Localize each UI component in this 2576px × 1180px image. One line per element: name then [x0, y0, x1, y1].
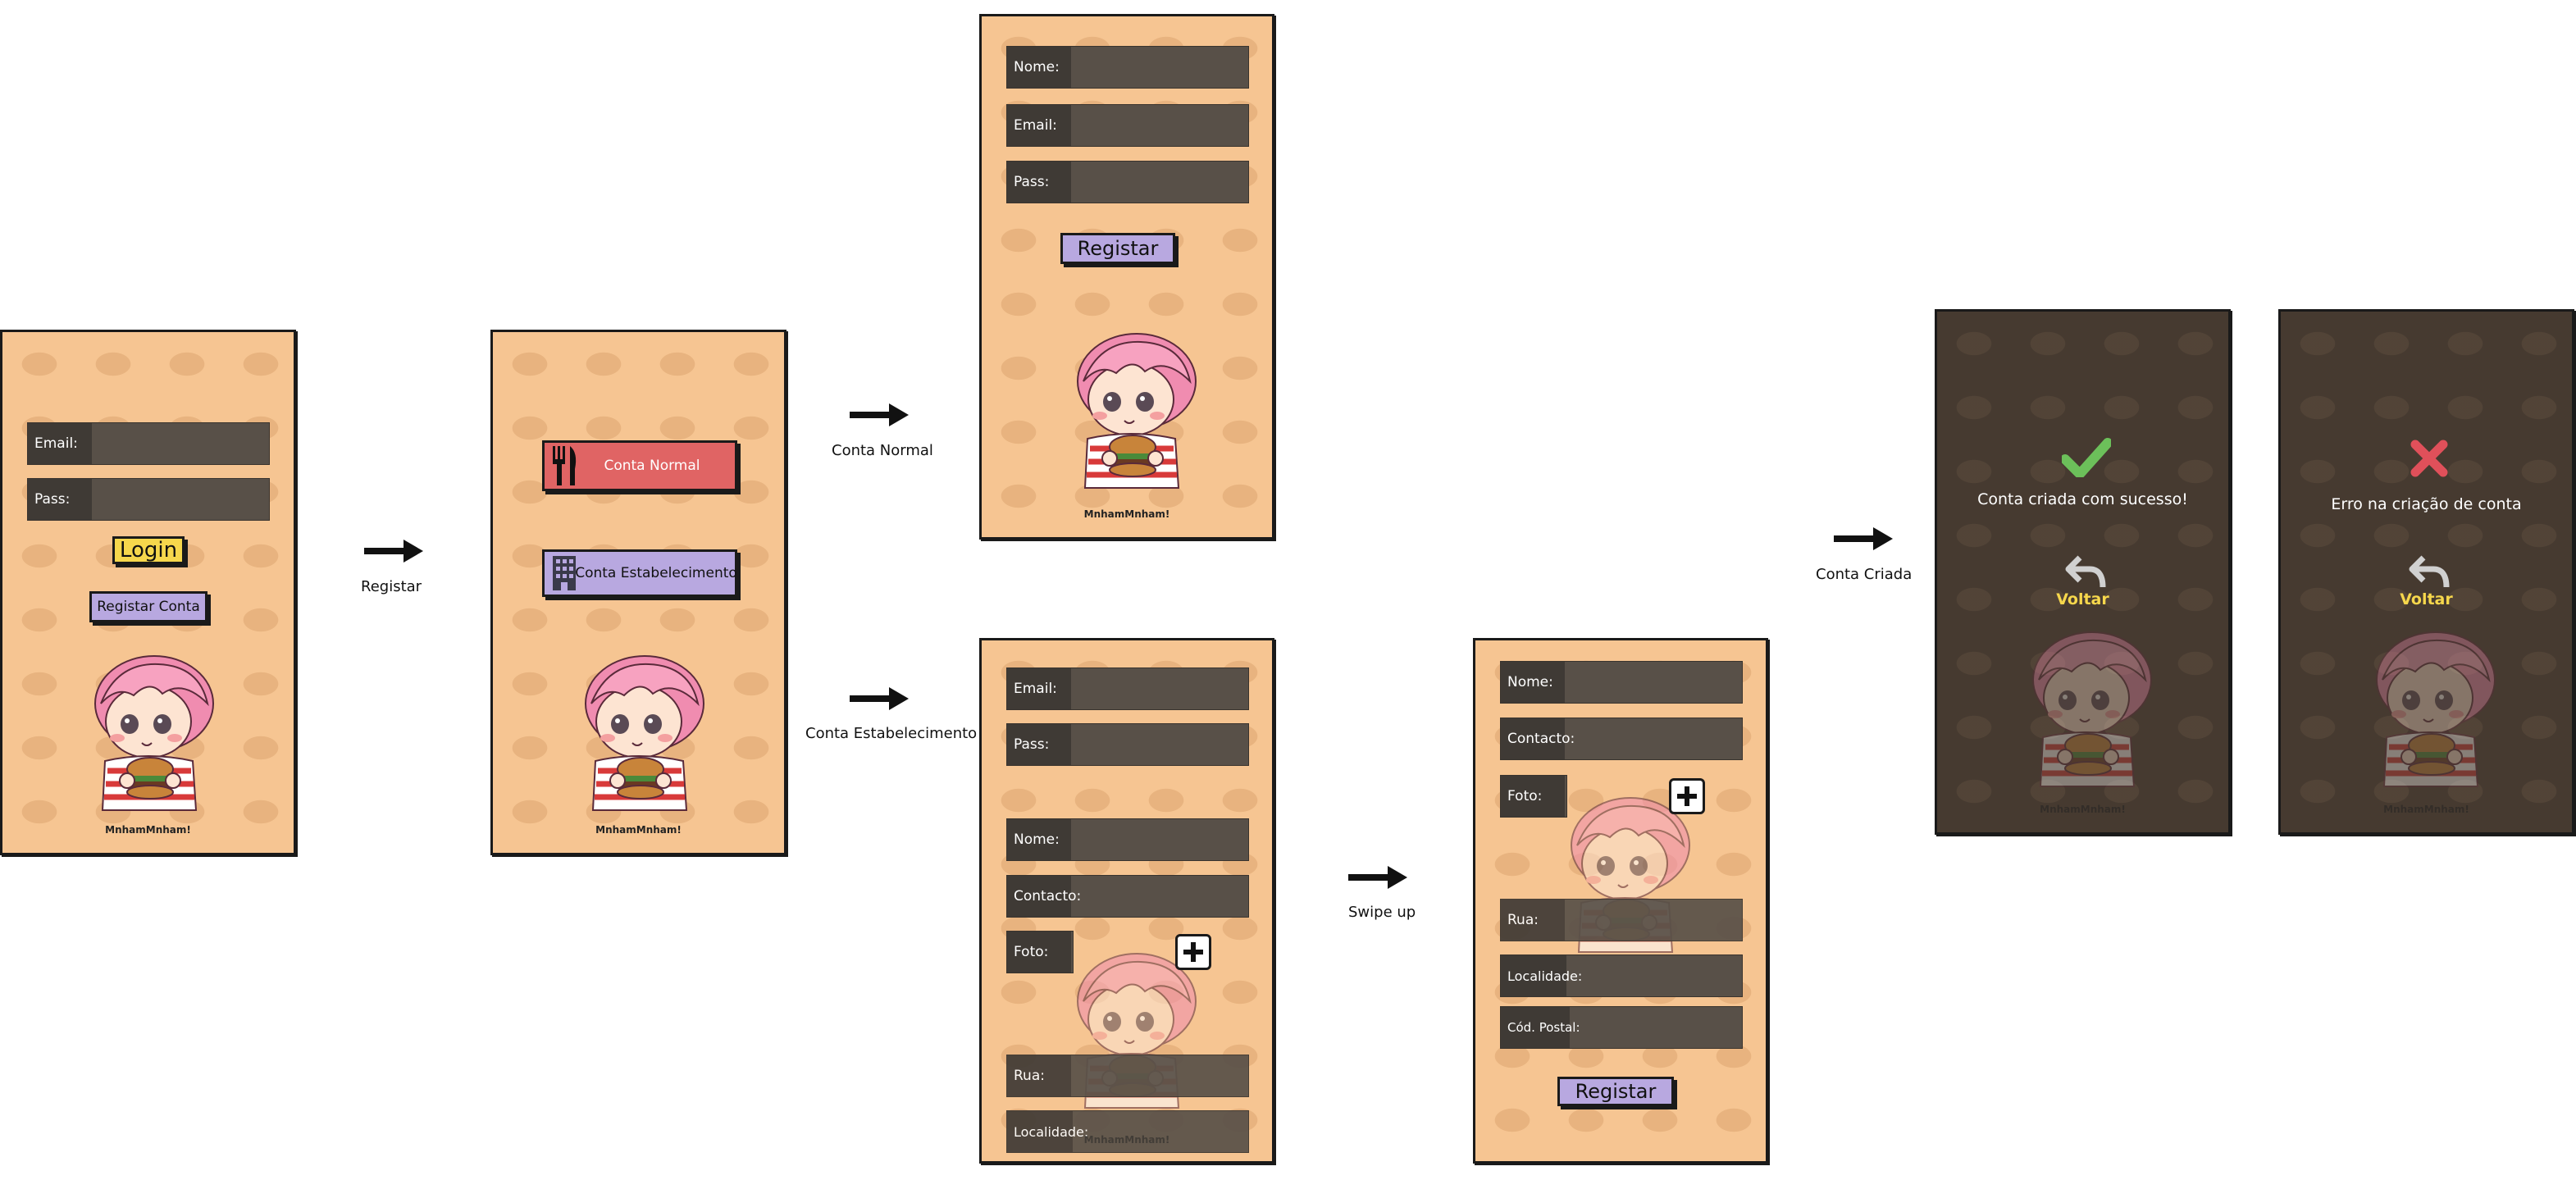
plus-icon — [1677, 786, 1697, 806]
registar-button[interactable]: Registar — [1557, 1077, 1674, 1106]
mascot-image — [2366, 618, 2505, 799]
mascot-image — [575, 642, 714, 822]
rua-field[interactable]: Rua: — [1500, 899, 1743, 941]
registar-conta-button[interactable]: Registar Conta — [89, 591, 207, 622]
email-label: Email: — [28, 423, 92, 464]
nome-label: Nome: — [1501, 662, 1565, 703]
conta-estabelecimento-button[interactable]: Conta Estabelecimento — [542, 549, 737, 597]
pass-field[interactable]: Pass: — [1006, 161, 1249, 203]
contacto-field[interactable]: Contacto: — [1006, 875, 1249, 918]
account-type-screen: Conta Normal Conta Estabelecimento Mnham… — [490, 330, 786, 855]
check-icon — [2062, 438, 2111, 477]
registar-conta-label: Registar Conta — [97, 599, 200, 615]
pass-label: Pass: — [1007, 162, 1071, 203]
back-arrow-icon[interactable] — [2409, 554, 2450, 590]
error-message: Erro na criação de conta — [2331, 495, 2522, 513]
conta-normal-label: Conta Normal — [604, 458, 700, 474]
nome-field[interactable]: Nome: — [1500, 661, 1743, 704]
add-photo-button[interactable] — [1175, 934, 1211, 970]
mascot-image — [2022, 618, 2162, 799]
nome-label: Nome: — [1007, 47, 1071, 88]
add-photo-button[interactable] — [1669, 778, 1705, 814]
login-button-label: Login — [119, 538, 178, 563]
cross-icon — [2410, 440, 2448, 477]
success-message: Conta criada com sucesso! — [1977, 490, 2188, 508]
email-field[interactable]: Email: — [1006, 104, 1249, 147]
mascot-name: MnhamMnham! — [1083, 508, 1170, 520]
cod-postal-label: Cód. Postal: — [1501, 1007, 1580, 1048]
email-field[interactable]: Email: — [27, 422, 270, 465]
foto-label-box: Foto: — [1006, 931, 1074, 973]
foto-label: Foto: — [1501, 776, 1565, 817]
mascot-name: MnhamMnham! — [2040, 804, 2126, 815]
localidade-label: Localidade: — [1007, 1111, 1088, 1152]
mascot-image — [84, 642, 224, 822]
cutlery-icon — [549, 446, 579, 485]
email-label: Email: — [1007, 105, 1071, 146]
localidade-label: Localidade: — [1501, 955, 1582, 996]
contacto-label: Contacto: — [1501, 718, 1575, 759]
login-button[interactable]: Login — [112, 536, 185, 564]
establishment-register-scrolled-screen: Nome: Contacto: Foto: Rua: MnhamMnham! L… — [1473, 638, 1768, 1164]
conta-normal-button[interactable]: Conta Normal — [542, 440, 737, 491]
rua-field[interactable]: Rua: — [1006, 1055, 1249, 1097]
foto-label: Foto: — [1007, 932, 1071, 973]
foto-label-box: Foto: — [1500, 775, 1567, 818]
arrow-label-swipe-up: Swipe up — [1348, 904, 1416, 921]
registar-button-label: Registar — [1575, 1080, 1657, 1103]
right-arrow-icon — [850, 403, 909, 426]
arrow-label-registar: Registar — [361, 578, 422, 595]
pass-label: Pass: — [28, 479, 92, 520]
conta-estabelecimento-label: Conta Estabelecimento — [575, 565, 737, 581]
mascot-name: MnhamMnham! — [1083, 1134, 1170, 1146]
building-icon — [549, 555, 579, 591]
voltar-link[interactable]: Voltar — [2400, 590, 2453, 608]
establishment-register-screen: Email: Pass: Nome: Contacto: Foto: Rua: … — [979, 638, 1274, 1164]
voltar-link[interactable]: Voltar — [2056, 590, 2109, 608]
cod-postal-field[interactable]: Cód. Postal: — [1500, 1006, 1743, 1049]
plus-icon — [1183, 942, 1203, 962]
mascot-name: MnhamMnham! — [595, 824, 682, 836]
right-arrow-icon — [850, 687, 909, 710]
registar-button-label: Registar — [1077, 237, 1159, 260]
contacto-label: Contacto: — [1007, 876, 1081, 917]
mascot-name: MnhamMnham! — [2383, 804, 2469, 815]
mascot-image — [1067, 320, 1206, 500]
right-arrow-icon — [1834, 527, 1893, 550]
nome-field[interactable]: Nome: — [1006, 818, 1249, 861]
arrow-label-conta-criada: Conta Criada — [1816, 566, 1913, 583]
email-label: Email: — [1007, 668, 1071, 709]
nome-field[interactable]: Nome: — [1006, 46, 1249, 89]
localidade-field[interactable]: Localidade: — [1006, 1110, 1249, 1153]
login-screen: Email: Pass: Login Registar Conta MnhamM… — [0, 330, 296, 855]
pass-field[interactable]: Pass: — [27, 478, 270, 521]
back-arrow-icon[interactable] — [2065, 554, 2106, 590]
contacto-field[interactable]: Contacto: — [1500, 718, 1743, 760]
nome-label: Nome: — [1007, 819, 1071, 860]
error-screen: Erro na criação de conta Voltar MnhamMnh… — [2278, 309, 2574, 835]
pass-label: Pass: — [1007, 724, 1071, 765]
rua-label: Rua: — [1501, 900, 1565, 941]
mascot-name: MnhamMnham! — [105, 824, 191, 836]
rua-label: Rua: — [1007, 1055, 1071, 1096]
right-arrow-icon — [1348, 866, 1407, 889]
success-screen: Conta criada com sucesso! Voltar MnhamMn… — [1935, 309, 2231, 835]
normal-register-screen: Nome: Email: Pass: Registar MnhamMnham! — [979, 14, 1274, 540]
right-arrow-icon — [364, 540, 423, 563]
arrow-label-conta-normal: Conta Normal — [832, 442, 933, 459]
arrow-label-conta-estabelecimento: Conta Estabelecimento — [805, 725, 978, 742]
localidade-field[interactable]: Localidade: — [1500, 954, 1743, 997]
email-field[interactable]: Email: — [1006, 667, 1249, 710]
pass-field[interactable]: Pass: — [1006, 723, 1249, 766]
registar-button[interactable]: Registar — [1060, 233, 1175, 264]
